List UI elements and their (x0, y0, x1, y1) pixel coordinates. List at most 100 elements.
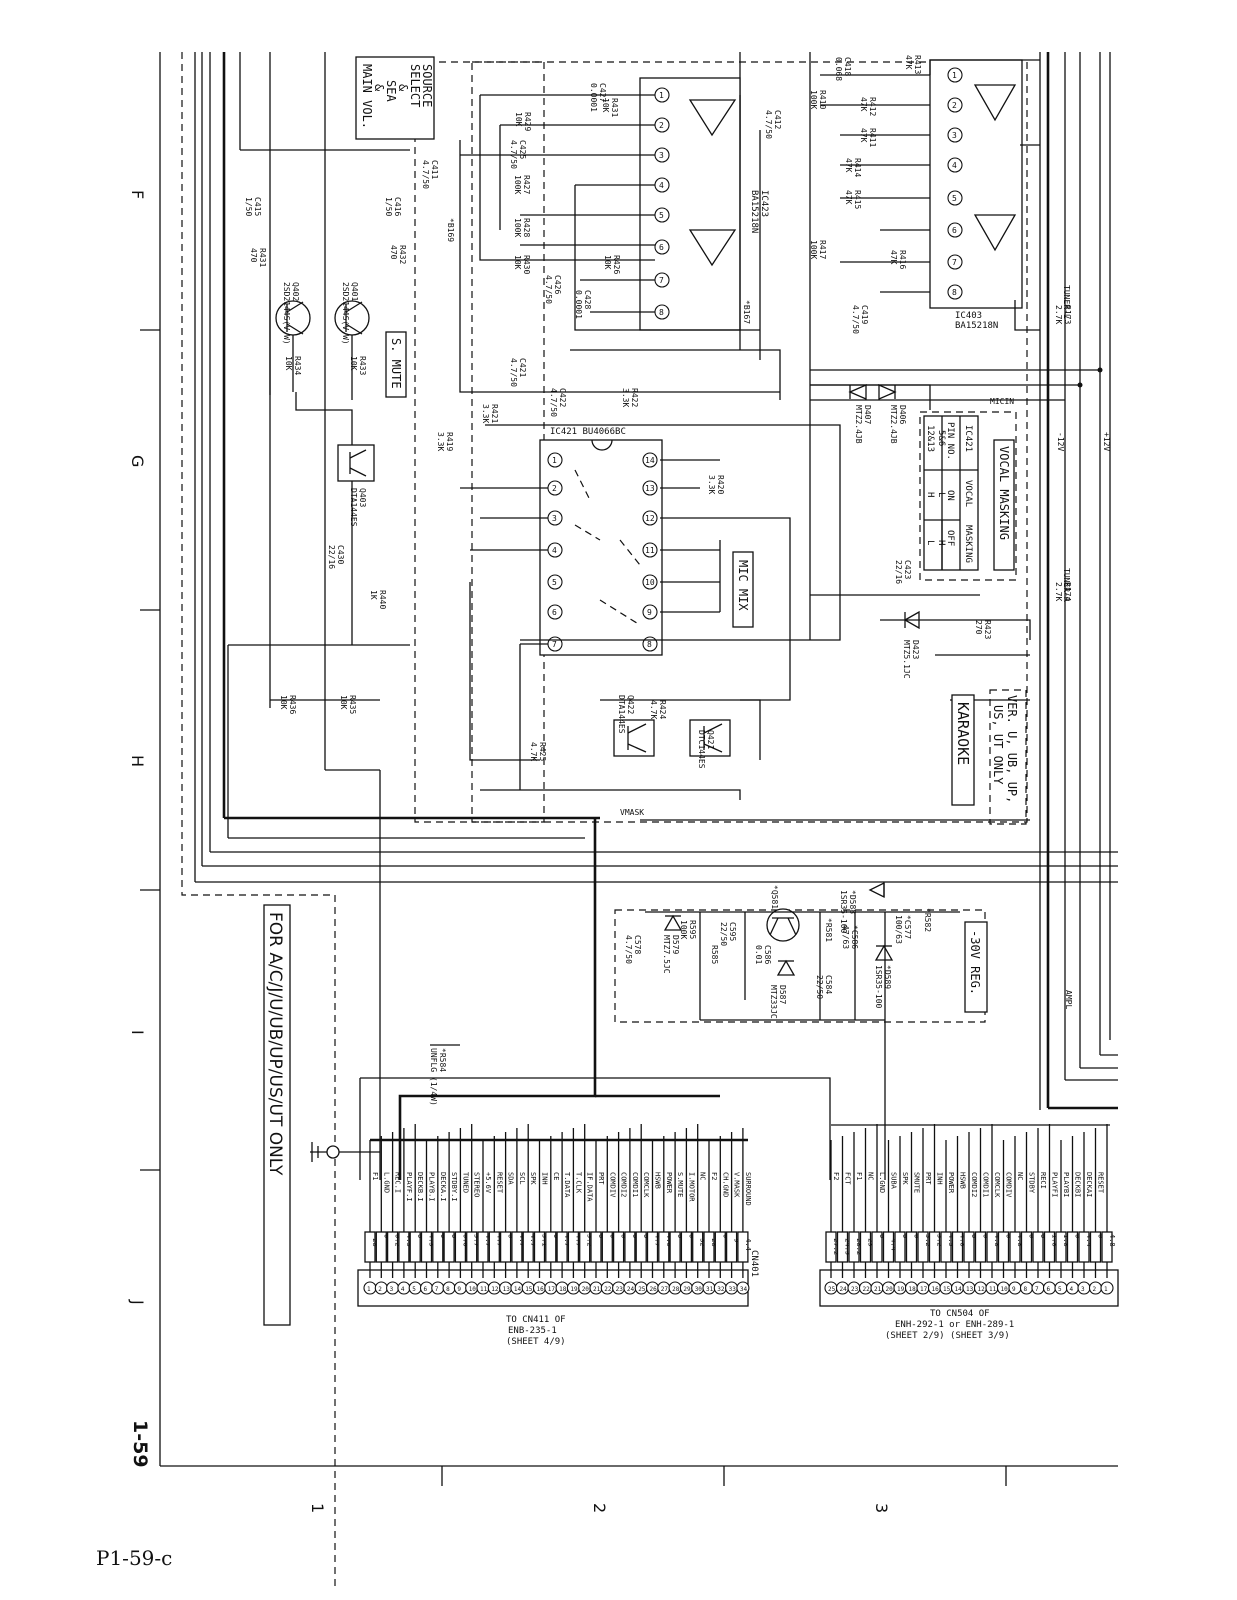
ic403-pins: 1 2 3 4 5 6 7 8 (947, 67, 963, 300)
cn401-pin-number: 31 (706, 1286, 714, 1293)
svg-text:4: 4 (552, 546, 557, 555)
cn504-pin-number: 21 (874, 1286, 882, 1293)
component-value: 22/50 (815, 975, 824, 999)
component-value: 100/63 (894, 915, 903, 944)
component-value: 4.7/50 (764, 110, 773, 139)
component-value: 1K (369, 590, 378, 600)
cn401-pin-voltage: 0 (416, 1234, 424, 1238)
cn401-pin-number: 23 (616, 1286, 624, 1293)
component-ref: R420 (716, 475, 725, 494)
net-b167: *B167 (742, 300, 751, 324)
component-ref: R417 (818, 240, 827, 259)
ic403: IC403 BA15218N (929, 59, 1023, 331)
cn401-pin-signal: HSWB (654, 1172, 662, 1189)
component-value: 22/16 (327, 545, 336, 569)
cn401-pin-number: 3 (390, 1286, 394, 1293)
svg-text:2: 2 (552, 484, 557, 493)
net-tuner-l: TUNER-L (1062, 285, 1071, 319)
source-select-block: SOURCE SELECT & SEA & MAIN VOL. (355, 56, 435, 140)
grid-col-2: 2 (590, 1503, 609, 1513)
component-ref: Q421 (706, 730, 715, 749)
transistor-q421 (689, 719, 731, 757)
net-vmask: VMASK (620, 808, 644, 817)
cn504-pin-signal: NC (1016, 1172, 1024, 1180)
svg-text:7: 7 (552, 640, 557, 649)
cn504-pin-signal: SPK (901, 1172, 909, 1185)
component-ref: Q401 (350, 282, 359, 301)
cn401-pin-voltage: 0 (676, 1234, 684, 1238)
cn504-pin-number: 7 (1035, 1286, 1039, 1293)
region-for-label: FOR A/C/J/U/UB/UP/US/UT ONLY (265, 912, 285, 1176)
component-ref: C412 (773, 110, 782, 129)
transistor-q403 (337, 444, 375, 482)
cn401-pin-number: 6 (424, 1286, 428, 1293)
cn504-pin-voltage: -27.2 (832, 1234, 840, 1255)
cn401-pin-voltage: 0 (382, 1234, 390, 1238)
cn401-pin-number: 25 (638, 1286, 646, 1293)
svg-text:4: 4 (952, 161, 957, 170)
svg-text:14: 14 (645, 456, 655, 465)
cn504-pin-voltage: 0 (901, 1234, 909, 1238)
table-row-2-c2: L (936, 492, 946, 497)
cn401-pin-signal: COMDI1 (631, 1172, 639, 1197)
component-ref: R434 (293, 356, 302, 375)
cn401-pin-signal: STEREO (473, 1172, 481, 1197)
svg-text:3: 3 (552, 514, 557, 523)
cn401-pin-signal: RESET (495, 1172, 503, 1194)
component-value: 47K (859, 128, 868, 143)
cn504-pin-voltage: 5.2 (924, 1234, 932, 1247)
net-tuner-r: TUNER-R (1062, 568, 1071, 602)
component-ref: C418 (843, 57, 852, 76)
cn401-pin-signal: POWER (665, 1172, 673, 1194)
cn401-pin-number: 24 (627, 1286, 635, 1293)
grid-col-3: 3 (872, 1503, 891, 1513)
cn401-pin-voltage: 4.7 (654, 1234, 662, 1247)
grid-row-labels: F G H I J 1-59 (128, 190, 151, 1468)
cn504-dest-1: TO CN504 OF (930, 1309, 990, 1319)
s-mute-label: S. MUTE (389, 338, 403, 389)
cn401-ref: CN401 (749, 1250, 759, 1277)
component-ref: C586 (763, 945, 772, 964)
internal-wiring (269, 59, 1040, 1180)
cn401-pin-voltage: 0 (597, 1234, 605, 1238)
ic423: IC423 BA15218N (639, 77, 769, 331)
component-ref: D406 (898, 405, 907, 424)
ic403-ref: IC403 (955, 311, 982, 321)
cn401-pin-number: 14 (514, 1286, 522, 1293)
cn401-pin-voltage: -9 (733, 1234, 741, 1242)
cn504-pin-signal: FCT (844, 1172, 852, 1185)
vocal-masking-block: VOCAL MASKING (993, 439, 1015, 571)
cn504-pin-number: 5 (1058, 1286, 1062, 1293)
cn504-pin-voltage: 4.8 (993, 1234, 1001, 1247)
cn401-pin-number: 18 (559, 1286, 567, 1293)
vocal-masking-label: VOCAL MASKING (997, 446, 1011, 540)
component-ref: Q422 (626, 695, 635, 714)
component-ref: R414 (853, 158, 862, 177)
cn401-pin-signal: SPK (529, 1172, 537, 1185)
svg-text:10: 10 (645, 578, 655, 587)
cn401-pin-signal: DECKA.I (439, 1172, 447, 1202)
svg-text:2: 2 (952, 101, 957, 110)
cn504-pin-number: 15 (943, 1286, 951, 1293)
cn401-dest-1: TO CN411 OF (506, 1315, 566, 1325)
cn504-pin-voltage: 0 (878, 1234, 886, 1238)
cn401-pin-signal: T.DATA (563, 1172, 571, 1198)
net-micin: MICIN (990, 397, 1014, 406)
component-ref: R595 (688, 920, 697, 939)
component-ref: *Q581 (770, 885, 779, 909)
source-select-line-2: SELECT (408, 64, 422, 107)
source-select-line-1: SOURCE (420, 64, 434, 107)
component-value: 4.7/50 (851, 305, 860, 334)
cn401-pin-number: 8 (446, 1286, 450, 1293)
cn504-pin-number: 20 (886, 1286, 894, 1293)
component-ref: C578 (633, 935, 642, 954)
component-ref: C419 (860, 305, 869, 324)
cn401-pin-number: 27 (661, 1286, 669, 1293)
cn401-pin-voltage: 4.7 (518, 1234, 526, 1247)
cn504-pin-voltage: 0 (970, 1234, 978, 1238)
svg-text:6: 6 (552, 608, 557, 617)
table-row-2-c3: H (936, 540, 946, 545)
cn401-pin-number: 15 (525, 1286, 533, 1293)
cn401-pin-signal: F1 (371, 1172, 379, 1180)
component-ref: Q403 (358, 488, 367, 507)
